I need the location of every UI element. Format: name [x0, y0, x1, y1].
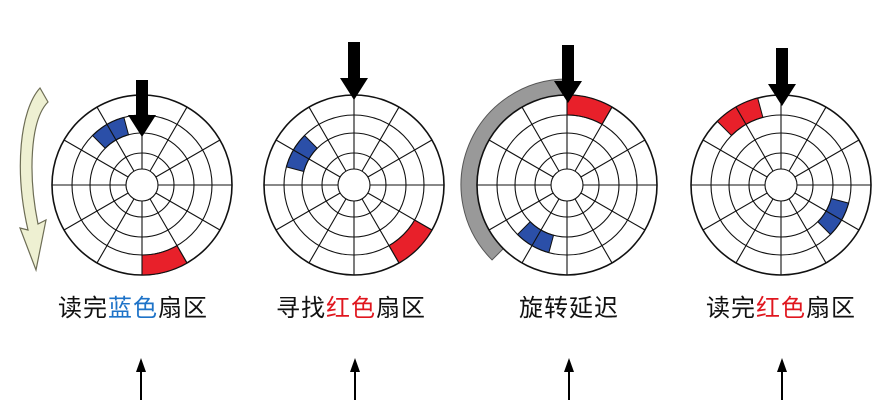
- sector-spoke: [788, 198, 827, 264]
- sector-spoke: [794, 139, 860, 178]
- sector-spoke: [308, 198, 347, 264]
- read-write-head-arrow: [128, 80, 156, 137]
- caption-step-4: 读完红色扇区: [681, 288, 881, 323]
- sector-spoke: [580, 139, 646, 178]
- caption-text: 读完: [706, 294, 756, 322]
- sector-spoke: [702, 139, 768, 178]
- sector-spoke: [580, 192, 646, 231]
- caption-text: 扇区: [158, 294, 208, 322]
- sector-spoke: [149, 106, 188, 172]
- sector-spoke: [521, 106, 560, 172]
- sector-spoke: [96, 198, 135, 264]
- sector-spoke: [794, 192, 860, 231]
- caption-text: 旋转延迟: [519, 294, 619, 322]
- sector-spoke: [149, 198, 188, 264]
- sector-spoke: [488, 139, 554, 178]
- caption-step-2: 寻找红色扇区: [251, 288, 451, 323]
- up-arrow-head: [136, 358, 146, 372]
- sector-spoke: [367, 139, 433, 178]
- sector-spoke: [735, 198, 774, 264]
- sector-spoke: [367, 192, 433, 231]
- sector-spoke: [63, 139, 129, 178]
- caption-text: 寻找: [276, 294, 326, 322]
- sector-spoke: [155, 192, 221, 231]
- sector-spoke: [275, 139, 341, 178]
- sector-spoke: [96, 106, 135, 172]
- disk-platter: [51, 94, 233, 276]
- sector-spoke: [361, 198, 400, 264]
- sector-spoke: [308, 106, 347, 172]
- sector-spoke: [155, 139, 221, 178]
- sector-spoke: [361, 106, 400, 172]
- sector-spoke: [788, 106, 827, 172]
- caption-step-3: 旋转延迟: [469, 288, 669, 323]
- sector-spoke: [735, 106, 774, 172]
- sector-spoke: [63, 192, 129, 231]
- sector-spoke: [275, 192, 341, 231]
- read-write-head-arrow: [768, 48, 796, 106]
- read-write-head-arrow: [340, 42, 368, 100]
- up-arrow-head: [350, 358, 360, 372]
- disk-platter: [263, 94, 445, 276]
- caption-highlight: 红色: [756, 294, 806, 322]
- caption-text: 扇区: [376, 294, 426, 322]
- caption-highlight: 蓝色: [108, 294, 158, 322]
- sector-spoke: [574, 106, 613, 172]
- caption-text: 读完: [58, 294, 108, 322]
- sector-spoke: [574, 198, 613, 264]
- read-write-head-arrow: [554, 45, 582, 103]
- rotation-direction-arrow: [19, 86, 49, 273]
- disk-platter: [476, 94, 658, 276]
- sector-spoke: [488, 192, 554, 231]
- up-arrow-head: [564, 358, 574, 372]
- sector-spoke: [521, 198, 560, 264]
- sector-spoke: [702, 192, 768, 231]
- up-arrow-head: [777, 358, 787, 372]
- caption-text: 扇区: [806, 294, 856, 322]
- caption-step-1: 读完蓝色扇区: [33, 288, 233, 323]
- disk-platter: [690, 94, 872, 276]
- caption-highlight: 红色: [326, 294, 376, 322]
